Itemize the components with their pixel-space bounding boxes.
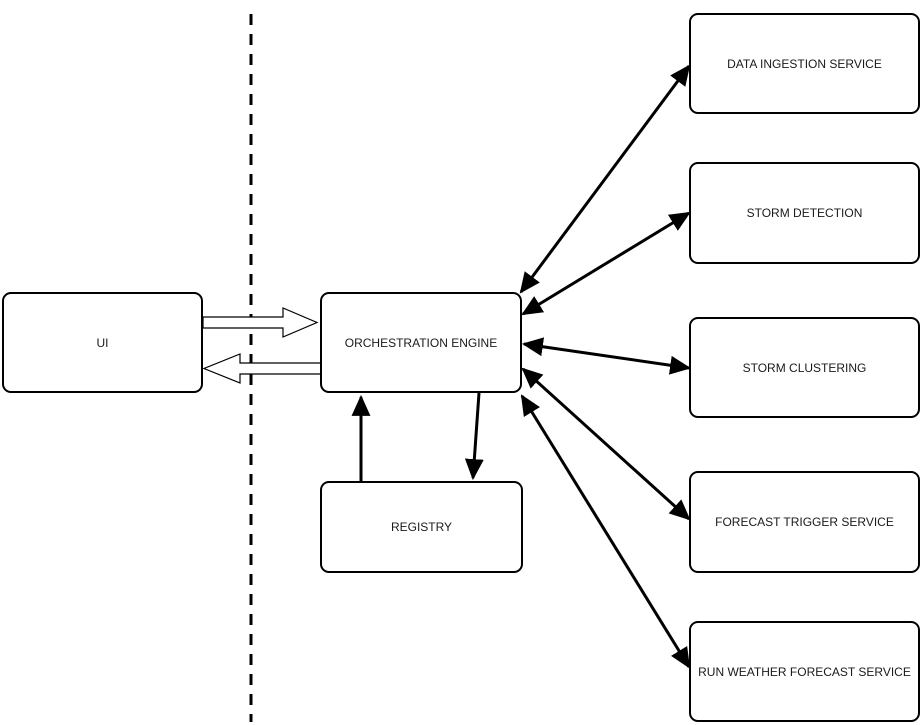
ui-label: UI [96,335,109,350]
storm-clustering-box: STORM CLUSTERING [689,317,920,418]
arrow-orchestration-storm-detection [521,211,691,316]
arrow-orchestration-to-registry [464,392,484,481]
hollow-arrow-orchestration-to-ui [202,353,322,384]
storm-clustering-label: STORM CLUSTERING [742,360,867,375]
storm-detection-label: STORM DETECTION [746,206,863,220]
hollow-arrow-ui-to-orchestration [202,307,319,338]
data-ingestion-service-label: DATA INGESTION SERVICE [727,56,882,71]
arrow-orchestration-run-weather [520,394,691,669]
arrow-orchestration-data-ingestion [519,64,691,294]
data-ingestion-service-box: DATA INGESTION SERVICE [689,13,920,114]
forecast-trigger-service-box: FORECAST TRIGGER SERVICE [689,471,920,573]
registry-label: REGISTRY [390,520,453,534]
run-weather-forecast-service-label: RUN WEATHER FORECAST SERVICE [698,664,911,679]
run-weather-forecast-service-box: RUN WEATHER FORECAST SERVICE [689,621,920,722]
arrow-orchestration-storm-clustering [521,337,692,375]
arrow-orchestration-forecast-trigger [521,367,691,521]
storm-detection-box: STORM DETECTION [689,162,920,264]
registry-box: REGISTRY [320,481,523,573]
ui-box: UI [2,292,203,393]
orchestration-engine-box: ORCHESTRATION ENGINE [320,292,522,393]
forecast-trigger-service-label: FORECAST TRIGGER SERVICE [715,515,894,529]
orchestration-engine-label: ORCHESTRATION ENGINE [344,335,498,350]
